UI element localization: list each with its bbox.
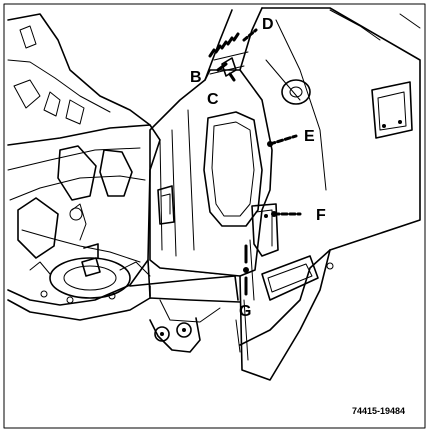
figure-reference-number: 74415-19484 [352,406,405,416]
callout-leaders [216,28,302,296]
rear-crossmember [7,275,241,353]
outer-quarter-panel [235,7,421,381]
inner-quarter-panel [147,7,273,297]
callout-label-f: F [316,207,326,224]
callout-label-d: D [262,16,274,33]
callout-label-e: E [304,128,315,145]
callout-label-g: G [239,303,251,320]
figure-frame [3,3,426,429]
callout-label-b: B [190,69,202,86]
floor-pan [7,13,161,306]
callout-label-c: C [207,91,219,108]
